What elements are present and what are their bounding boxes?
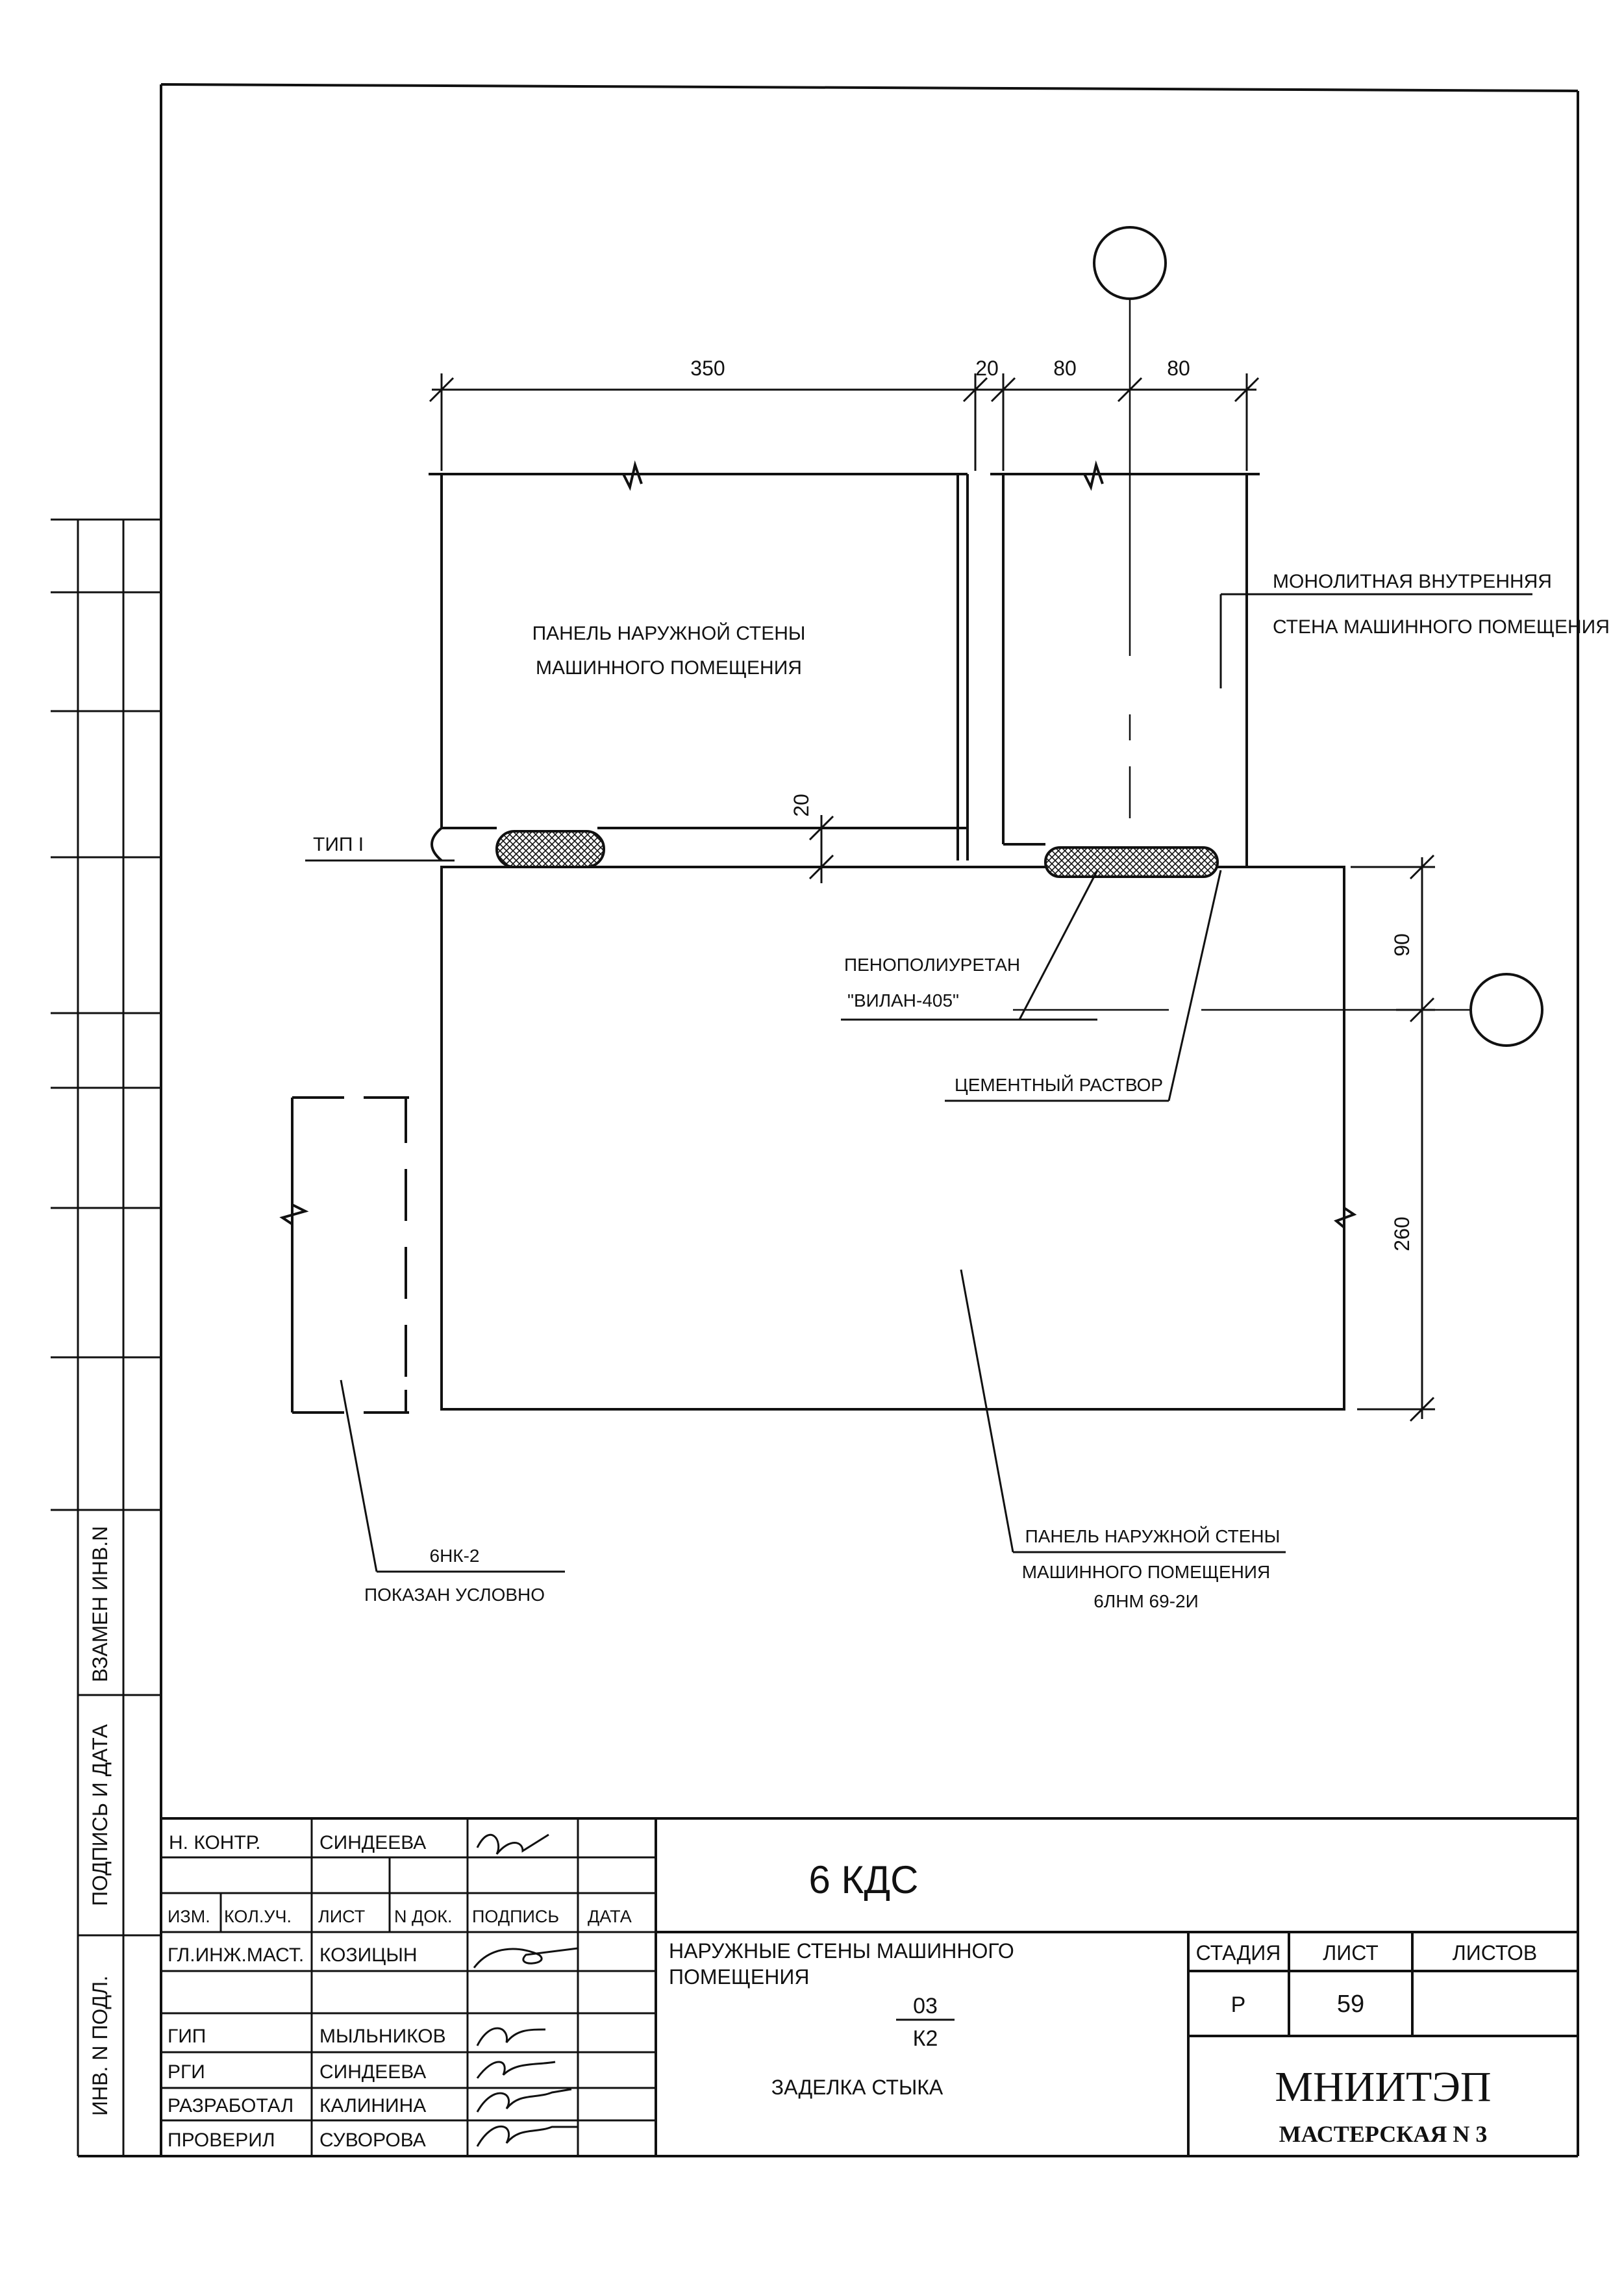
workshop-name: МАСТЕРСКАЯ N 3 (1279, 2121, 1488, 2147)
polyurethane-seal-right (1044, 846, 1219, 878)
column-6nk2-conditional (279, 1096, 409, 1414)
outer-wall-panel-top (429, 460, 969, 862)
dimension-top (429, 373, 1260, 471)
drawing-code: 6 КДС (809, 1858, 919, 1902)
title-block: ИЗМ. КОЛ.УЧ. ЛИСТ N ДОК. ПОДПИСЬ ДАТА Н.… (161, 1817, 1578, 2156)
label-column-line2: ПОКАЗАН УСЛОВНО (364, 1585, 545, 1605)
label-foam-line2: "ВИЛАН-405" (847, 990, 959, 1011)
dimension-350: 350 (690, 357, 725, 380)
label-monolith-line2: СТЕНА МАШИННОГО ПОМЕЩЕНИЯ (1273, 616, 1610, 638)
dimension-20: 20 (975, 357, 999, 380)
label-monolith-line1: МОНОЛИТНАЯ ВНУТРЕННЯЯ (1273, 571, 1552, 592)
header-izm: ИЗМ. (168, 1907, 210, 1926)
sheet-frame (78, 83, 1579, 2157)
name-gip: МЫЛЬНИКОВ (319, 2026, 446, 2047)
role-razrabotal: РАЗРАБОТАЛ (168, 2095, 294, 2116)
name-razrabotal: КАЛИНИНА (319, 2095, 426, 2116)
name-proveril: СУВОРОВА (319, 2129, 426, 2151)
role-gl-inzh: ГЛ.ИНЖ.МАСТ. (168, 1944, 304, 1966)
side-stamp: ВЗАМЕН ИНВ.N ПОДПИСЬ И ДАТА ИНВ. N ПОДЛ. (51, 518, 161, 2156)
sheet-label: ЛИСТ (1323, 1941, 1379, 1965)
dimension-gap (808, 815, 834, 883)
label-panel-top-line1: ПАНЕЛЬ НАРУЖНОЙ СТЕНЫ (532, 622, 806, 644)
label-panel-bottom-line1: ПАНЕЛЬ НАРУЖНОЙ СТЕНЫ (1025, 1526, 1280, 1546)
name-rgi: СИНДЕЕВА (319, 2061, 426, 2083)
dimension-260: 260 (1390, 1216, 1414, 1251)
axis-lines (1013, 299, 1471, 1011)
vzamen-inv-label: ВЗАМЕН ИНВ.N (88, 1526, 112, 1682)
signatures (473, 1833, 579, 2147)
inv-original-label: ИНВ. N ПОДЛ. (88, 1976, 112, 2116)
dimension-90: 90 (1390, 933, 1414, 957)
header-podpis: ПОДПИСЬ (472, 1907, 559, 1926)
name-gl-inzh: КОЗИЦЫН (319, 1944, 418, 1966)
organization-name: МНИИТЭП (1275, 2063, 1491, 2111)
subject-line1: НАРУЖНЫЕ СТЕНЫ МАШИННОГО (669, 1939, 1014, 1963)
dimension-80-right: 80 (1167, 357, 1190, 380)
label-panel-bottom-line3: 6ЛНМ 69-2И (1093, 1591, 1198, 1611)
leader-lines (305, 593, 1532, 1573)
label-cement-mortar: ЦЕМЕНТНЫЙ РАСТВОР (955, 1075, 1163, 1095)
header-n-dok: N ДОК. (394, 1907, 453, 1926)
outer-wall-panel-bottom (440, 866, 1357, 1411)
sheet-number: 59 (1337, 1991, 1364, 2018)
dimension-right (1351, 854, 1435, 1422)
header-data: ДАТА (588, 1907, 632, 1926)
polyurethane-seal-left (495, 830, 605, 868)
label-type-1: ТИП I (313, 834, 364, 855)
role-n-kontr: Н. КОНТР. (169, 1832, 260, 1853)
dimension-80-left: 80 (1053, 357, 1077, 380)
label-panel-top-line2: МАШИННОГО ПОМЕЩЕНИЯ (536, 657, 802, 679)
subject-line2: ПОМЕЩЕНИЯ (669, 1965, 809, 1989)
sheets-label: ЛИСТОВ (1453, 1941, 1537, 1965)
signature-date-label: ПОДПИСЬ И ДАТА (88, 1724, 112, 1906)
header-kol-uch: КОЛ.УЧ. (224, 1907, 292, 1926)
name-n-kontr: СИНДЕЕВА (319, 1832, 426, 1853)
stage-label: СТАДИЯ (1196, 1941, 1281, 1965)
role-proveril: ПРОВЕРИЛ (168, 2129, 275, 2151)
dimension-gap-20: 20 (790, 794, 813, 817)
label-column-line1: 6НК-2 (430, 1546, 480, 1566)
sheet-code-bottom: К2 (913, 2026, 938, 2051)
axis-marker-right (1469, 973, 1543, 1047)
axis-marker-top (1093, 226, 1167, 300)
role-gip: ГИП (168, 2026, 206, 2047)
joint-detail-drawing: 350 20 80 80 20 90 260 (279, 226, 1610, 1611)
role-rgi: РГИ (168, 2061, 205, 2083)
header-list: ЛИСТ (318, 1907, 365, 1926)
label-panel-bottom-line2: МАШИННОГО ПОМЕЩЕНИЯ (1022, 1562, 1271, 1582)
stage-value: Р (1231, 1992, 1246, 2017)
sheet-code-top: 03 (913, 1994, 938, 2018)
monolithic-inner-wall (990, 460, 1260, 867)
label-foam-line1: ПЕНОПОЛИУРЕТАН (844, 955, 1020, 975)
drawing-title: ЗАДЕЛКА СТЫКА (771, 2076, 943, 2099)
